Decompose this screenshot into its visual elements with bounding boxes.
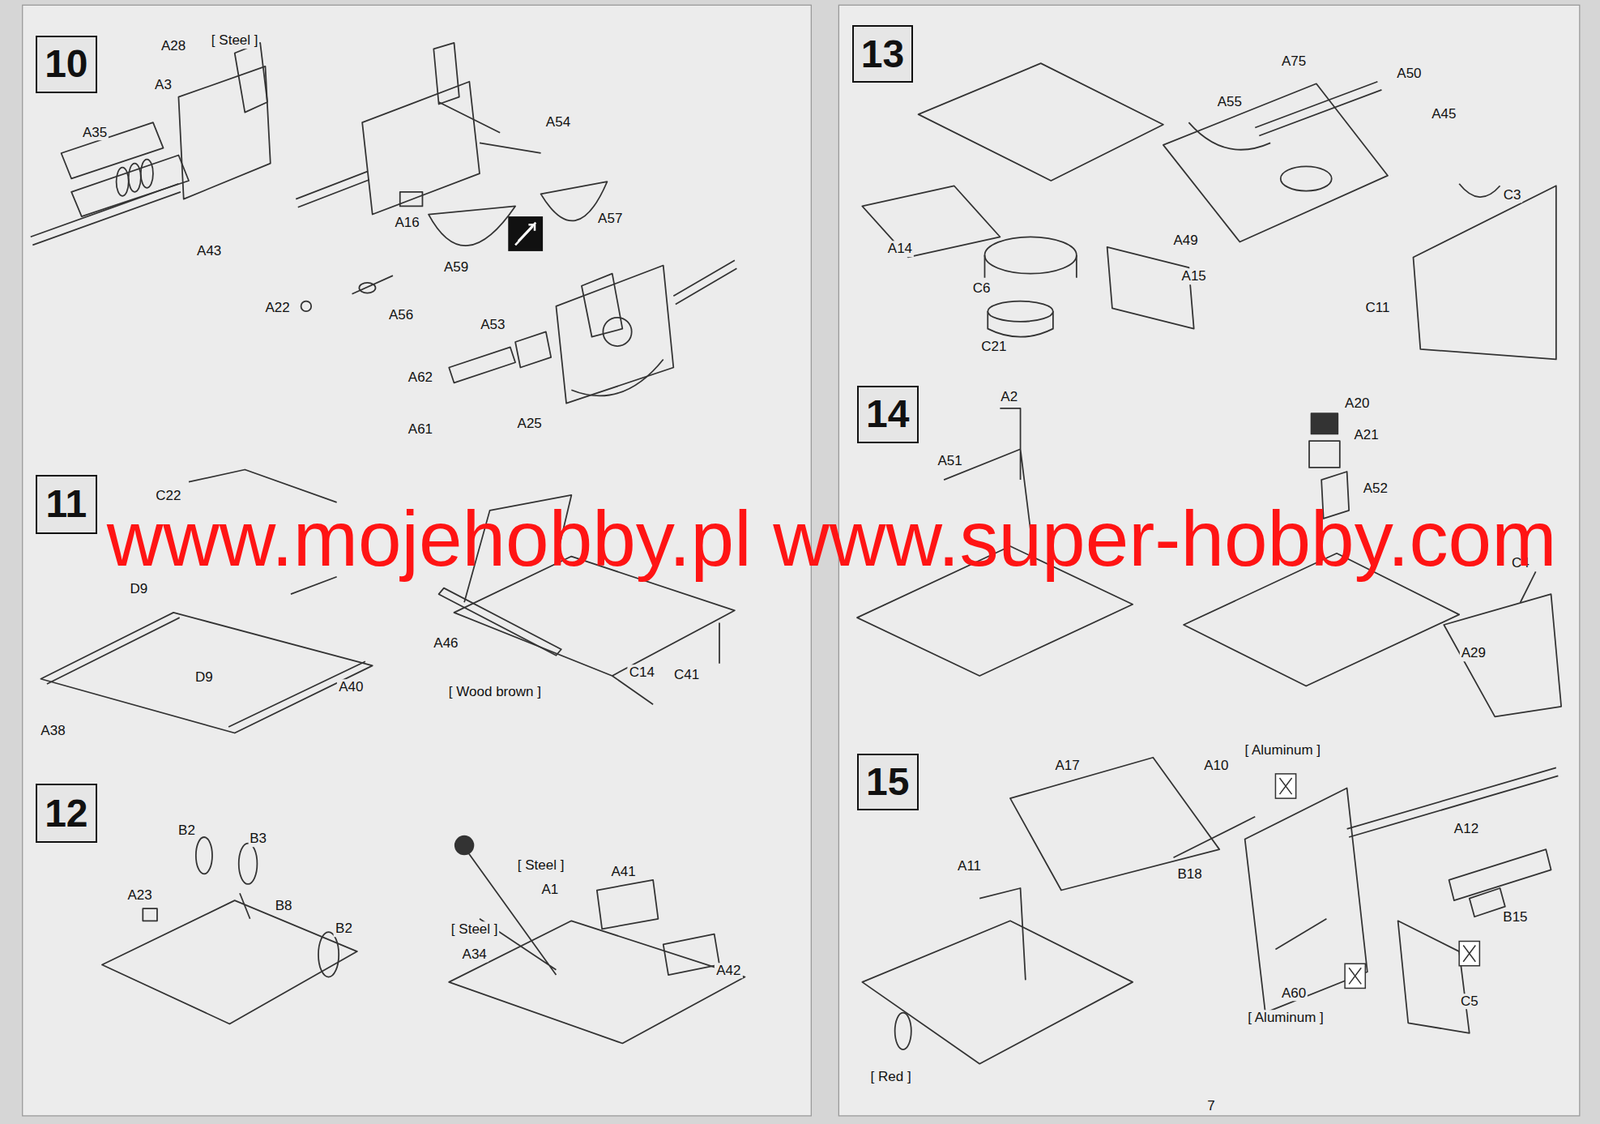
- part-label: A52: [1361, 481, 1390, 498]
- step-number: 10: [44, 44, 88, 84]
- part-label: A34: [460, 946, 489, 963]
- part-label: A49: [1171, 232, 1199, 249]
- part-label: C14: [627, 664, 657, 681]
- part-label: B2: [176, 823, 197, 840]
- part-label: A60: [1280, 985, 1308, 1002]
- step-number-box: 10: [35, 35, 98, 94]
- step-number: 14: [866, 394, 909, 434]
- part-label: A10: [1202, 757, 1230, 774]
- part-label: D9: [193, 669, 215, 687]
- part-label: A23: [125, 887, 154, 904]
- part-label: A1: [540, 882, 561, 899]
- part-label: C11: [1363, 300, 1391, 317]
- part-label: B8: [273, 898, 295, 915]
- step-number: 11: [45, 484, 87, 524]
- part-label: C3: [1501, 187, 1524, 204]
- cut-icon: [1275, 773, 1480, 989]
- step-number-box: 11: [35, 474, 98, 534]
- step-number-box: 14: [857, 385, 919, 444]
- part-label: [ Steel ]: [209, 33, 261, 50]
- part-label: A28: [159, 38, 188, 55]
- part-label: A45: [1429, 106, 1458, 123]
- part-label: A59: [442, 259, 470, 276]
- reverse-icon: [507, 216, 543, 252]
- part-label: [ Steel ]: [449, 921, 500, 939]
- part-label: A50: [1395, 65, 1423, 82]
- part-label: B2: [333, 920, 355, 937]
- part-label: [ Wood brown ]: [447, 683, 543, 700]
- part-label: C41: [672, 666, 701, 683]
- part-label: A35: [81, 124, 109, 141]
- part-label: [ Aluminum ]: [1242, 742, 1323, 759]
- part-label: B3: [247, 831, 269, 848]
- part-label: [ Red ]: [869, 1068, 914, 1085]
- part-label: [ Aluminum ]: [1245, 1009, 1326, 1026]
- step-number: 13: [861, 34, 905, 74]
- part-label: A25: [516, 415, 544, 432]
- part-label: A38: [38, 722, 67, 739]
- part-label: A3: [153, 76, 174, 94]
- step-number-box: 12: [35, 783, 98, 843]
- part-label: A40: [337, 678, 365, 696]
- part-label: A29: [1459, 644, 1488, 662]
- part-label: C5: [1459, 993, 1481, 1010]
- part-label: B15: [1501, 909, 1529, 926]
- part-label: A2: [998, 388, 1020, 406]
- part-label: A14: [886, 241, 914, 258]
- part-label: B18: [1176, 866, 1204, 884]
- part-label: A20: [1343, 395, 1371, 412]
- part-label: A17: [1053, 757, 1081, 774]
- part-label: A51: [936, 453, 965, 470]
- part-label: A56: [387, 307, 415, 324]
- watermark: www.mojehobby.pl www.super-hobby.com: [106, 499, 1558, 578]
- part-label: A75: [1280, 53, 1308, 70]
- part-label: A46: [431, 635, 460, 652]
- part-label: A43: [195, 243, 223, 260]
- step-number-box: 13: [852, 25, 914, 83]
- part-label: C21: [979, 338, 1008, 355]
- part-label: D9: [128, 580, 150, 598]
- part-label: C6: [971, 281, 993, 298]
- part-label: A53: [478, 316, 507, 333]
- step-number: 12: [44, 793, 88, 833]
- part-label: A61: [406, 421, 435, 438]
- page-number: 7: [1205, 1098, 1216, 1115]
- part-label: A11: [955, 858, 983, 875]
- step-number: 15: [866, 762, 909, 802]
- part-label: A55: [1216, 93, 1244, 111]
- part-label: A22: [263, 300, 291, 317]
- part-label: A42: [714, 962, 743, 979]
- part-label: A21: [1352, 426, 1380, 444]
- part-label: A15: [1180, 268, 1208, 286]
- part-label: A54: [544, 114, 572, 131]
- part-label: A57: [596, 210, 624, 227]
- step-number-box: 15: [857, 753, 919, 811]
- part-label: A62: [406, 369, 435, 386]
- part-label: [ Steel ]: [516, 857, 567, 874]
- part-label: A41: [609, 863, 637, 880]
- part-label: A12: [1452, 820, 1481, 837]
- part-label: A16: [392, 214, 421, 231]
